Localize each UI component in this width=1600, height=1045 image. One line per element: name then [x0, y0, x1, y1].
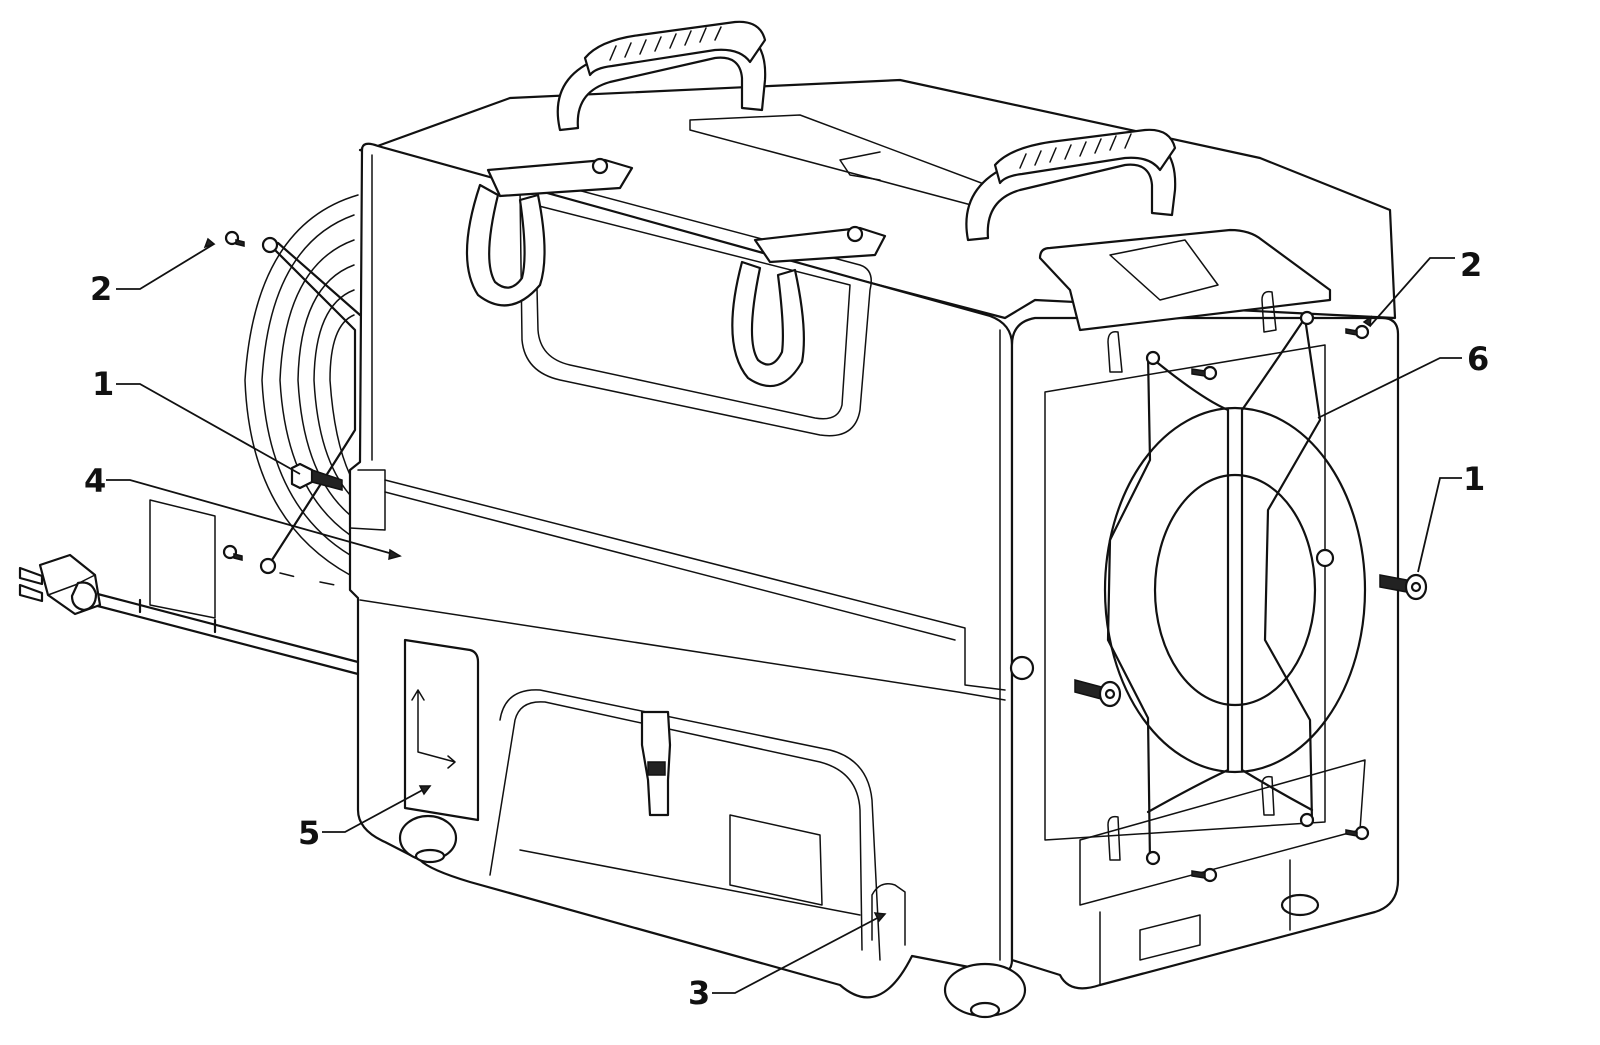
callout-4: 4: [84, 462, 106, 500]
power-plug-icon: [18, 553, 360, 676]
fan-grille-icon: [149, 194, 362, 619]
arrow-icon: [203, 237, 1372, 923]
callout-1-right: 1: [1463, 460, 1485, 498]
callout-5: 5: [298, 814, 320, 852]
callout-2-right: 2: [1460, 246, 1482, 284]
callout-1-left: 1: [92, 365, 114, 403]
right-grille: [1103, 310, 1367, 866]
callout-2-left: 2: [90, 270, 112, 308]
callouts: 2 1 4 5 3 2 6 1: [84, 246, 1489, 1012]
screw-icon: [222, 230, 1428, 883]
callout-3: 3: [688, 974, 710, 1012]
unit-housing: [348, 78, 1400, 1019]
handle-icon: [465, 20, 1177, 388]
callout-6: 6: [1467, 340, 1489, 378]
leader-lines: [106, 243, 1462, 994]
